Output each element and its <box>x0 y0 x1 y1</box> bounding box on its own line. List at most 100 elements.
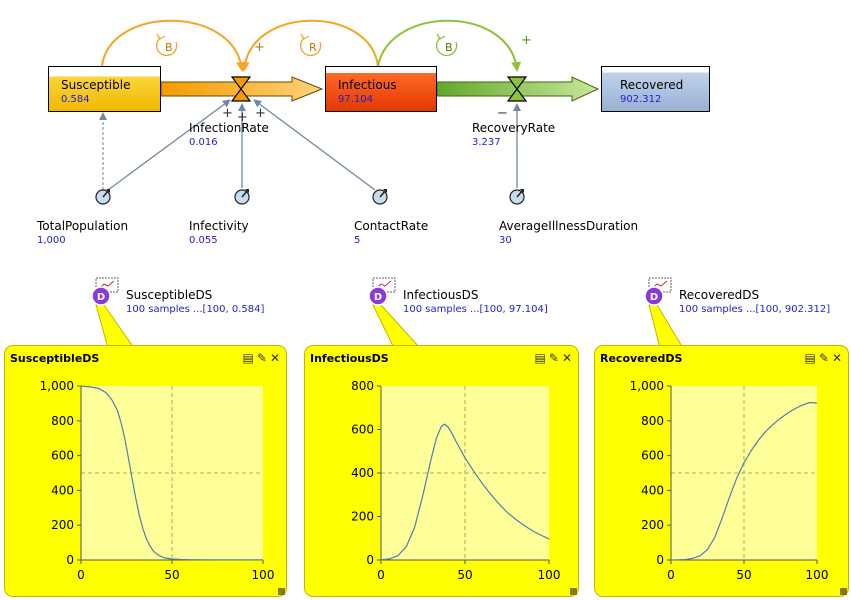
y-tick-label: 1,000 <box>40 379 74 393</box>
x-tick-label: 50 <box>164 568 179 582</box>
param-infectivity-name[interactable]: Infectivity <box>189 219 249 233</box>
parameter-circle-totalpopulation <box>95 189 111 205</box>
edit-icon[interactable]: ✎ <box>548 351 559 365</box>
y-tick-label: 400 <box>51 483 74 497</box>
param-duration-name[interactable]: AverageIllnessDuration <box>499 219 639 233</box>
dataset-icon: D <box>644 277 672 306</box>
y-tick-label: 600 <box>51 449 74 463</box>
y-tick-label: 1,000 <box>630 379 664 393</box>
param-totalpopulation-value: 1,000 <box>37 235 66 246</box>
series-line <box>670 401 818 561</box>
x-tick-label: 0 <box>377 568 385 582</box>
recovery-rate-valve <box>506 76 528 102</box>
properties-icon[interactable]: ▤ <box>534 351 546 365</box>
stock-value: 97.104 <box>338 94 373 105</box>
properties-icon[interactable]: ▤ <box>242 351 254 365</box>
dataset-name[interactable]: RecoveredDS <box>679 288 760 302</box>
loop-label-2: R <box>309 41 317 54</box>
properties-icon[interactable]: ▤ <box>804 351 816 365</box>
y-tick-label: 0 <box>656 553 664 567</box>
close-icon[interactable]: ✕ <box>561 351 572 365</box>
resize-handle[interactable] <box>840 588 847 595</box>
edit-icon[interactable]: ✎ <box>256 351 267 365</box>
stock-recovered[interactable]: Recovered 902.312 <box>601 66 710 112</box>
svg-text:D: D <box>650 292 658 303</box>
y-tick-label: 800 <box>641 414 664 428</box>
y-tick-label: 200 <box>51 518 74 532</box>
edit-icon[interactable]: ✎ <box>818 351 829 365</box>
y-tick-label: 0 <box>366 553 374 567</box>
polarity-plus: + <box>222 106 233 121</box>
series-line <box>380 423 550 561</box>
loop-label-1: B <box>165 41 173 54</box>
param-contactrate-value: 5 <box>354 235 361 246</box>
param-contactrate-name[interactable]: ContactRate <box>354 219 429 233</box>
x-tick-label: 100 <box>806 568 829 582</box>
loop-arc-infectious <box>239 19 379 72</box>
x-tick-label: 100 <box>252 568 275 582</box>
y-tick-label: 800 <box>351 379 374 393</box>
flow-recovery-rate-value: 3.237 <box>472 137 501 148</box>
x-tick-label: 0 <box>77 568 85 582</box>
resize-handle[interactable] <box>278 588 285 595</box>
loop-symbol-2 <box>300 33 322 57</box>
callout-pointer <box>648 304 684 349</box>
stock-name: Recovered <box>620 78 684 92</box>
y-tick-label: 600 <box>641 449 664 463</box>
close-icon[interactable]: ✕ <box>831 351 842 365</box>
dataset-summary: 100 samples ...[100, 0.584] <box>126 304 265 315</box>
stock-flow-diagram <box>95 19 600 205</box>
infection-rate-valve <box>230 76 252 102</box>
stock-value: 902.312 <box>620 94 662 105</box>
polarity-plus: + <box>255 106 266 121</box>
y-tick-label: 200 <box>351 510 374 524</box>
x-tick-label: 0 <box>667 568 675 582</box>
loop-symbol-1 <box>156 33 178 57</box>
chart-panel-susceptible[interactable]: SusceptibleDS ▤✎✕ 0 200 400 600 800 1,000 0 50 1… <box>4 345 287 597</box>
flow-infection-rate-name[interactable]: InfectionRate <box>189 121 269 135</box>
stock-value: 0.584 <box>61 94 90 105</box>
dataset-icon: D <box>368 277 396 306</box>
y-tick-label: 0 <box>66 553 74 567</box>
dataset-name[interactable]: SusceptibleDS <box>126 288 213 302</box>
link-contactrate-infectionrate <box>253 99 376 191</box>
parameter-circle-contactrate <box>372 189 388 205</box>
loop-arc-susceptible <box>101 19 247 72</box>
svg-text:D: D <box>97 292 105 303</box>
chart-title: SusceptibleDS <box>10 352 100 365</box>
line-chart: 0 200 400 600 800 1,000 0 50 100 <box>40 379 275 582</box>
y-tick-label: 600 <box>351 423 374 437</box>
stock-name: Infectious <box>338 78 397 92</box>
y-tick-label: 800 <box>51 414 74 428</box>
loop-arc-recovery <box>377 19 522 72</box>
param-infectivity-value: 0.055 <box>189 235 218 246</box>
svg-text:D: D <box>374 292 382 303</box>
dataset-summary: 100 samples ...[100, 97.104] <box>403 304 548 315</box>
stock-name: Susceptible <box>61 78 131 92</box>
y-tick-label: 400 <box>351 466 374 480</box>
stock-infectious[interactable]: Infectious 97.104 <box>325 66 437 112</box>
polarity-plus: + <box>521 33 532 48</box>
resize-handle[interactable] <box>570 588 577 595</box>
chart-title: InfectiousDS <box>310 352 389 365</box>
flow-recovery-rate-name[interactable]: RecoveryRate <box>472 121 556 135</box>
dataset-icons-layer: D D D <box>91 277 684 349</box>
y-tick-label: 400 <box>641 483 664 497</box>
dataset-name[interactable]: InfectiousDS <box>403 288 479 302</box>
loop-label-3: B <box>445 41 453 54</box>
param-totalpopulation-name[interactable]: TotalPopulation <box>37 219 129 233</box>
stock-susceptible[interactable]: Susceptible 0.584 <box>48 66 161 112</box>
polarity-plus: + <box>254 40 265 55</box>
series-line <box>80 385 263 561</box>
dataset-icon: D <box>91 277 119 306</box>
y-tick-label: 200 <box>641 518 664 532</box>
x-tick-label: 100 <box>538 568 561 582</box>
flow-infection-rate-value: 0.016 <box>189 137 218 148</box>
loop-symbol-3 <box>436 33 458 57</box>
close-icon[interactable]: ✕ <box>269 351 280 365</box>
dataset-summary: 100 samples ...[100, 902.312] <box>679 304 831 315</box>
